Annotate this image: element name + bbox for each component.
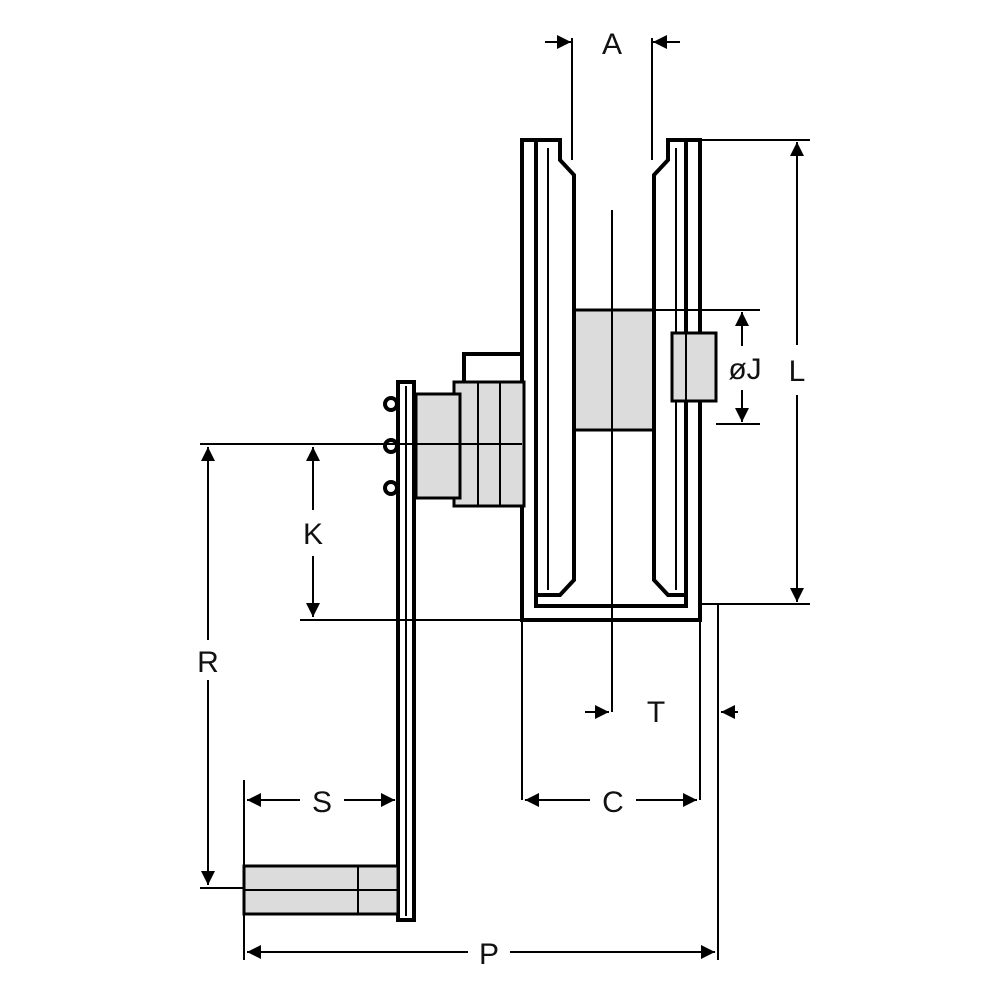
label-l: L (789, 355, 806, 388)
dimension-p: P (247, 938, 715, 971)
axle-boss (670, 331, 718, 403)
left-flange (534, 138, 576, 597)
dimension-l: L (789, 142, 806, 602)
label-t: T (647, 696, 665, 729)
gear-housing (414, 352, 526, 508)
dimension-r: R (197, 447, 219, 885)
label-s: S (312, 786, 332, 819)
label-j: øJ (728, 353, 761, 386)
crank-arm (383, 380, 416, 922)
label-a: A (602, 28, 622, 61)
dimension-s: S (247, 786, 395, 819)
extension-lines (200, 38, 810, 960)
label-k: K (303, 518, 323, 551)
crank-handle (242, 864, 400, 916)
dimension-j: øJ (728, 312, 762, 422)
dimension-a: A (545, 28, 680, 61)
dimension-k: K (303, 447, 323, 617)
label-r: R (197, 646, 219, 679)
dimension-t: T (585, 696, 738, 729)
drum (570, 308, 658, 432)
label-p: P (479, 938, 499, 971)
dimension-c: C (525, 786, 697, 819)
label-c: C (602, 786, 624, 819)
